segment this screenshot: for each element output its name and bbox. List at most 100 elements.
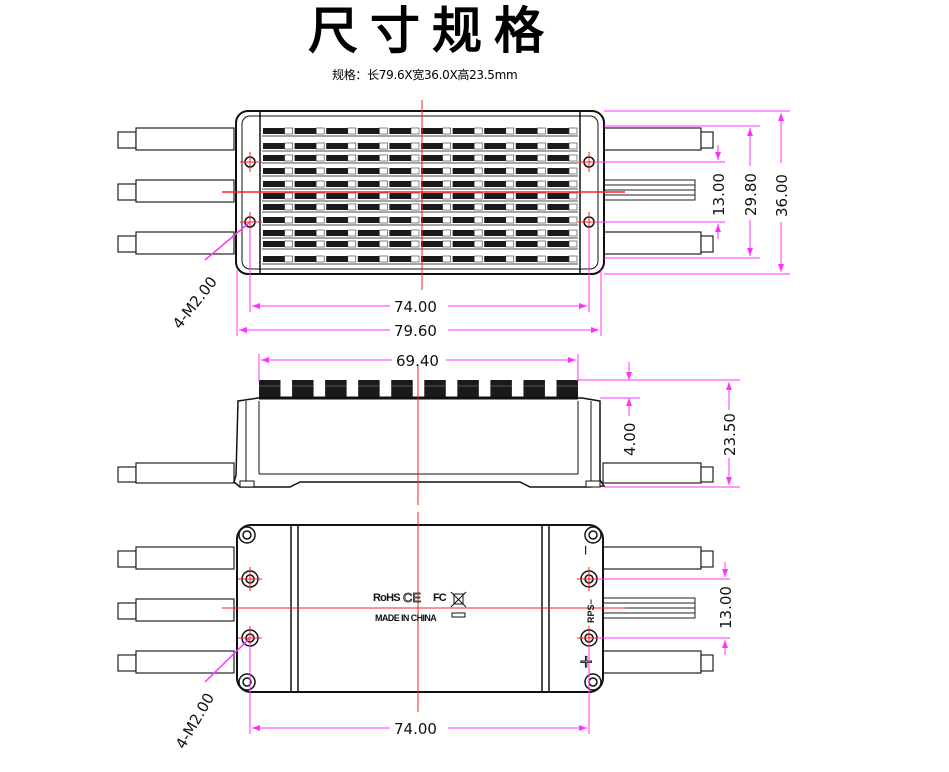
- fin-segment: [515, 230, 538, 236]
- dim-hole-spacing-width-bottom: 13.00: [717, 586, 735, 629]
- fin-gap: [505, 127, 515, 135]
- fin-gap: [568, 203, 578, 211]
- fin-segment: [389, 128, 411, 134]
- fin-gap: [284, 192, 293, 200]
- fin-segment: [452, 217, 475, 223]
- top-view: 74.00 79.60 13.00 29.80 36.00 4-M2.00: [117, 100, 791, 340]
- esc-body-side: [233, 397, 606, 488]
- fc-mark: FC: [433, 592, 447, 604]
- made-in-china-label: MADE IN CHINA: [375, 613, 437, 623]
- fin-gap: [442, 255, 451, 263]
- dim-hole-spacing-length: 74.00: [394, 298, 437, 316]
- fin-gap: [537, 229, 546, 237]
- fin-gap: [315, 180, 325, 188]
- fin-segment: [357, 204, 380, 210]
- fin-segment: [263, 256, 285, 262]
- fin-segment: [421, 256, 443, 262]
- heatsink-fins: [262, 127, 578, 265]
- fin-segment: [452, 241, 475, 247]
- fin-gap: [347, 255, 357, 263]
- fin-gap: [347, 192, 357, 200]
- fin-segment: [326, 256, 348, 262]
- fin-segment: [452, 168, 475, 174]
- fin-gap: [315, 167, 325, 175]
- fin-segment: [484, 217, 506, 223]
- fin-gap: [537, 127, 546, 135]
- fin-segment: [547, 230, 569, 236]
- dim-hole-spacing-width: 13.00: [710, 173, 728, 216]
- fin-gap: [379, 127, 388, 135]
- side-fin: [292, 380, 314, 398]
- fin-segment: [294, 256, 317, 262]
- fin-segment: [515, 128, 538, 134]
- fin-gap: [473, 154, 483, 162]
- fin-segment: [294, 193, 317, 199]
- fin-segment: [326, 168, 348, 174]
- fin-gap: [568, 167, 578, 175]
- fin-segment: [357, 256, 380, 262]
- fin-segment: [547, 128, 569, 134]
- side-fin: [325, 380, 347, 398]
- fin-segment: [263, 143, 285, 149]
- fin-gap: [379, 240, 388, 248]
- fin-gap: [315, 127, 325, 135]
- dim-overall-length: 79.60: [394, 322, 437, 340]
- fin-segment: [326, 241, 348, 247]
- fin-segment: [326, 193, 348, 199]
- fin-segment: [421, 204, 443, 210]
- fin-segment: [263, 168, 285, 174]
- fin-gap: [315, 142, 325, 150]
- fin-gap: [410, 255, 420, 263]
- fin-gap: [442, 154, 451, 162]
- fin-segment: [294, 204, 317, 210]
- fin-gap: [537, 255, 546, 263]
- fin-segment: [515, 168, 538, 174]
- fin-segment: [452, 181, 475, 187]
- pin-minus-label: −: [578, 544, 594, 556]
- fin-segment: [294, 230, 317, 236]
- fin-gap: [568, 240, 578, 248]
- fin-segment: [515, 204, 538, 210]
- fin-segment: [452, 128, 475, 134]
- fin-gap: [379, 142, 388, 150]
- fin-gap: [410, 127, 420, 135]
- fin-segment: [389, 168, 411, 174]
- fin-segment: [389, 181, 411, 187]
- fin-segment: [326, 217, 348, 223]
- fin-segment: [515, 181, 538, 187]
- fin-gap: [347, 240, 357, 248]
- fin-gap: [315, 240, 325, 248]
- fin-segment: [294, 168, 317, 174]
- fin-gap: [442, 167, 451, 175]
- dim-overall-width: 36.00: [773, 174, 791, 217]
- fin-gap: [410, 192, 420, 200]
- fin-gap: [537, 167, 546, 175]
- fin-gap: [284, 142, 293, 150]
- spec-subtitle: 规格：长79.6X宽36.0X高23.5mm: [332, 68, 518, 82]
- fin-segment: [547, 241, 569, 247]
- fin-gap: [473, 127, 483, 135]
- fin-segment: [294, 143, 317, 149]
- fin-gap: [473, 180, 483, 188]
- fin-gap: [442, 216, 451, 224]
- fin-segment: [452, 204, 475, 210]
- fin-segment: [389, 217, 411, 223]
- fin-gap: [442, 240, 451, 248]
- fin-segment: [357, 155, 380, 161]
- fin-gap: [284, 167, 293, 175]
- fin-segment: [421, 181, 443, 187]
- fin-gap: [537, 216, 546, 224]
- fin-gap: [473, 142, 483, 150]
- fin-gap: [505, 142, 515, 150]
- fin-gap: [315, 216, 325, 224]
- fin-segment: [294, 241, 317, 247]
- fin-segment: [515, 143, 538, 149]
- fin-gap: [379, 255, 388, 263]
- fin-segment: [357, 217, 380, 223]
- fin-segment: [389, 193, 411, 199]
- centerlines-bottom: [222, 512, 625, 712]
- fin-gap: [347, 180, 357, 188]
- fin-segment: [357, 241, 380, 247]
- signal-cable: [602, 179, 696, 201]
